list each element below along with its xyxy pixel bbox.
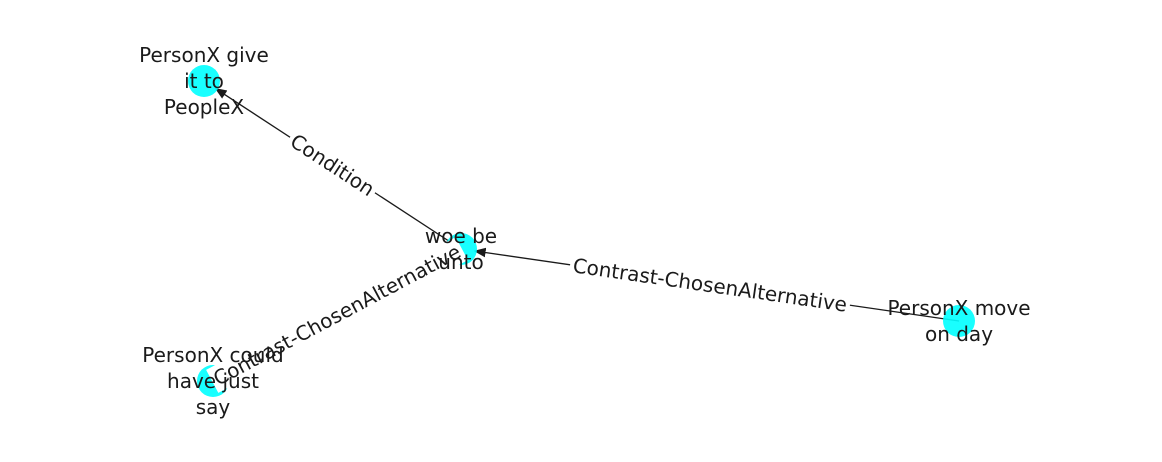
edge-label-e_contr2: Contrast-ChosenAlternative [571,253,848,316]
edge-label-background [568,251,852,319]
node-n_move [943,305,975,337]
node-label-line: woe be [425,224,497,248]
edge-label-group-e_cond: Condition [282,126,383,204]
nodes-layer [188,65,975,397]
node-label-line: it to [184,69,224,93]
node-label-line: PersonX give [139,43,269,67]
node-label-line: PersonX could [142,343,283,367]
node-label-line: have just [167,369,259,393]
edge-label-background [206,237,468,393]
edge-label-e_contr1: Contrast-ChosenAlternative [209,239,465,390]
node-label-line: on day [925,322,993,346]
edge-label-background [282,126,383,204]
edge-label-group-e_contr2: Contrast-ChosenAlternative [568,251,852,319]
node-label-line: PeopleX [164,95,244,119]
edges-layer [212,88,960,382]
node-label-line: PersonX move [887,296,1030,320]
node-label-line: say [196,395,231,419]
node-n_give [188,65,220,97]
node-label-line: unto [438,250,483,274]
edge-label-e_cond: Condition [286,129,379,201]
